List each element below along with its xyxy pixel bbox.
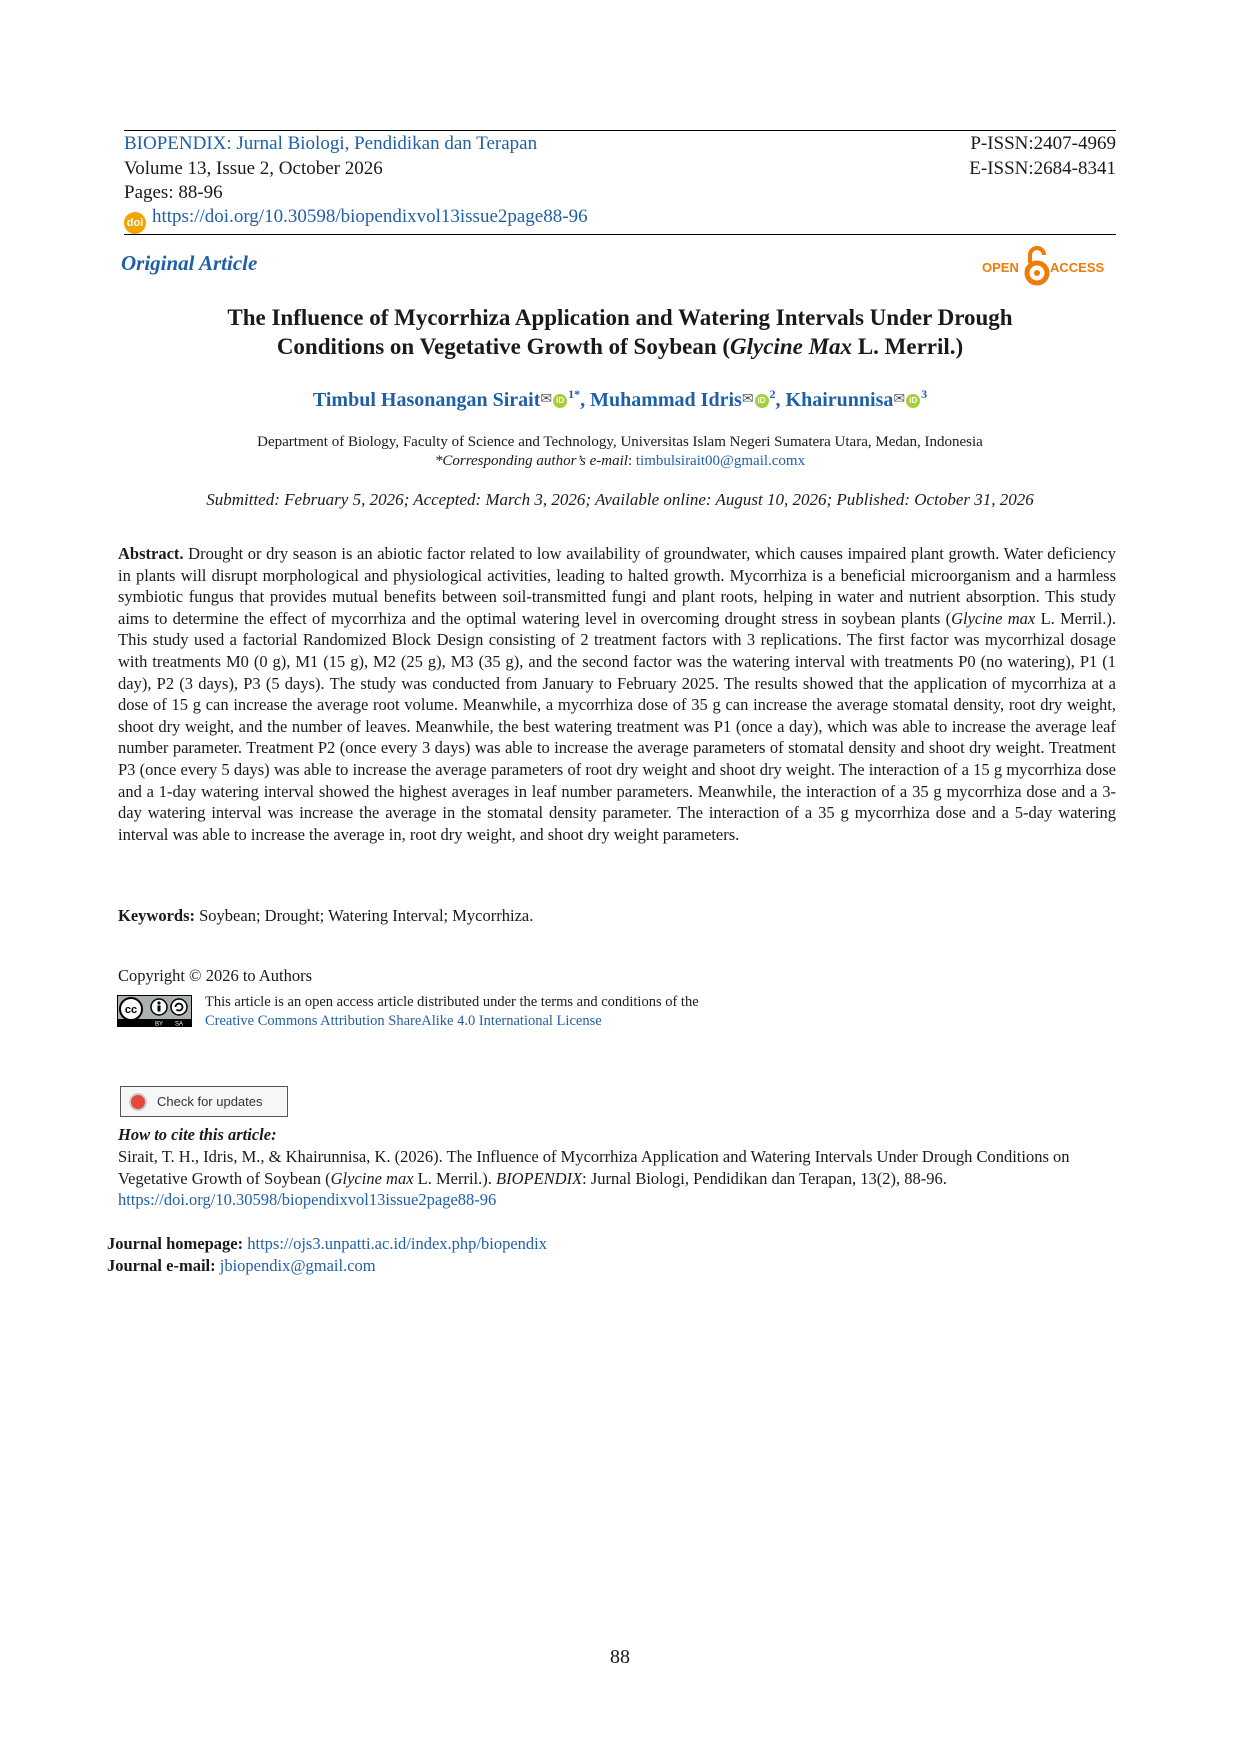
journal-info: Journal homepage: https://ojs3.unpatti.a… [107, 1233, 547, 1276]
keywords: Keywords: Soybean; Drought; Watering Int… [118, 906, 534, 925]
keywords-label: Keywords: [118, 906, 195, 925]
volume-issue: Volume 13, Issue 2, October 2026 [124, 158, 383, 179]
mail-icon[interactable]: ✉ [540, 392, 553, 407]
p-issn: P-ISSN:2407-4969 [970, 133, 1116, 154]
doi-icon: doi [124, 212, 146, 234]
author-affil-sup: 3 [921, 387, 928, 401]
check-updates-icon [129, 1093, 147, 1111]
title-line-1: The Influence of Mycorrhiza Application … [227, 305, 1013, 330]
orcid-icon[interactable]: iD [754, 394, 769, 408]
check-for-updates-button[interactable]: Check for updates [120, 1086, 288, 1117]
open-access-left: OPEN [982, 260, 1019, 275]
doi-line: doi https://doi.org/10.30598/biopendixvol… [124, 205, 588, 234]
article-type: Original Article [121, 251, 258, 275]
license-link[interactable]: Creative Commons Attribution ShareAlike … [205, 1013, 602, 1029]
journal-email: Journal e-mail: jbiopendix@gmail.com [107, 1255, 376, 1275]
open-lock-icon [1024, 246, 1050, 286]
pages: Pages: 88-96 [124, 182, 223, 203]
cite-heading: How to cite this article: [118, 1125, 277, 1144]
doi-link[interactable]: https://doi.org/10.30598/biopendixvol13i… [152, 206, 588, 227]
page-number: 88 [610, 1646, 630, 1668]
cc-by-sa-badge[interactable]: cc BY SA [117, 995, 192, 1028]
journal-email-link[interactable]: jbiopendix@gmail.com [219, 1255, 376, 1275]
citation: Sirait, T. H., Idris, M., & Khairunnisa,… [118, 1147, 1070, 1210]
journal-name[interactable]: BIOPENDIX: Jurnal Biologi, Pendidikan da… [124, 133, 538, 154]
orcid-icon[interactable]: iD [906, 394, 921, 408]
mail-icon[interactable]: ✉ [893, 392, 906, 407]
article-title: The Influence of Mycorrhiza Application … [124, 303, 1116, 361]
sa-icon: SA [175, 1022, 183, 1028]
open-access-right: ACCESS [1050, 260, 1105, 275]
license-text: This article is an open access article d… [205, 993, 699, 1031]
orcid-icon[interactable]: iD [553, 394, 568, 408]
cc-icon: cc [125, 1004, 137, 1016]
publication-dates: Submitted: February 5, 2026; Accepted: M… [206, 490, 1034, 509]
abstract-label: Abstract. [118, 544, 184, 563]
copyright: Copyright © 2026 to Authors [118, 966, 313, 985]
open-access-logo: OPEN ACCESS [982, 245, 1105, 287]
author-affil-sup: 1* [568, 387, 581, 401]
mail-icon[interactable]: ✉ [741, 392, 754, 407]
header-top-rule [124, 130, 1116, 131]
title-line-2: Conditions on Vegetative Growth of Soybe… [276, 334, 964, 359]
author-name[interactable]: Muhammad Idris [590, 389, 742, 411]
corresponding-author: *Corresponding author’s e-mail: timbulsi… [434, 453, 806, 469]
license-statement: This article is an open access article d… [205, 994, 699, 1010]
cite-doi-link[interactable]: https://doi.org/10.30598/biopendixvol13i… [118, 1190, 497, 1210]
author-name[interactable]: Khairunnisa [785, 389, 894, 411]
journal-homepage: Journal homepage: https://ojs3.unpatti.a… [107, 1234, 547, 1253]
affiliation: Department of Biology, Faculty of Scienc… [257, 434, 983, 450]
affiliation-block: Department of Biology, Faculty of Scienc… [124, 433, 1116, 471]
journal-homepage-link[interactable]: https://ojs3.unpatti.ac.id/index.php/bio… [247, 1234, 547, 1253]
corresponding-email-link[interactable]: timbulsirait00@gmail.comx [635, 453, 806, 469]
author-affil-sup: 2 [769, 387, 776, 401]
check-updates-label: Check for updates [157, 1094, 263, 1109]
author-name[interactable]: Timbul Hasonangan Sirait [312, 389, 541, 411]
header-bottom-rule [124, 234, 1116, 235]
abstract: Abstract. Drought or dry season is an ab… [118, 544, 1116, 844]
e-issn: E-ISSN:2684-8341 [969, 158, 1116, 179]
by-icon: BY [155, 1022, 163, 1028]
